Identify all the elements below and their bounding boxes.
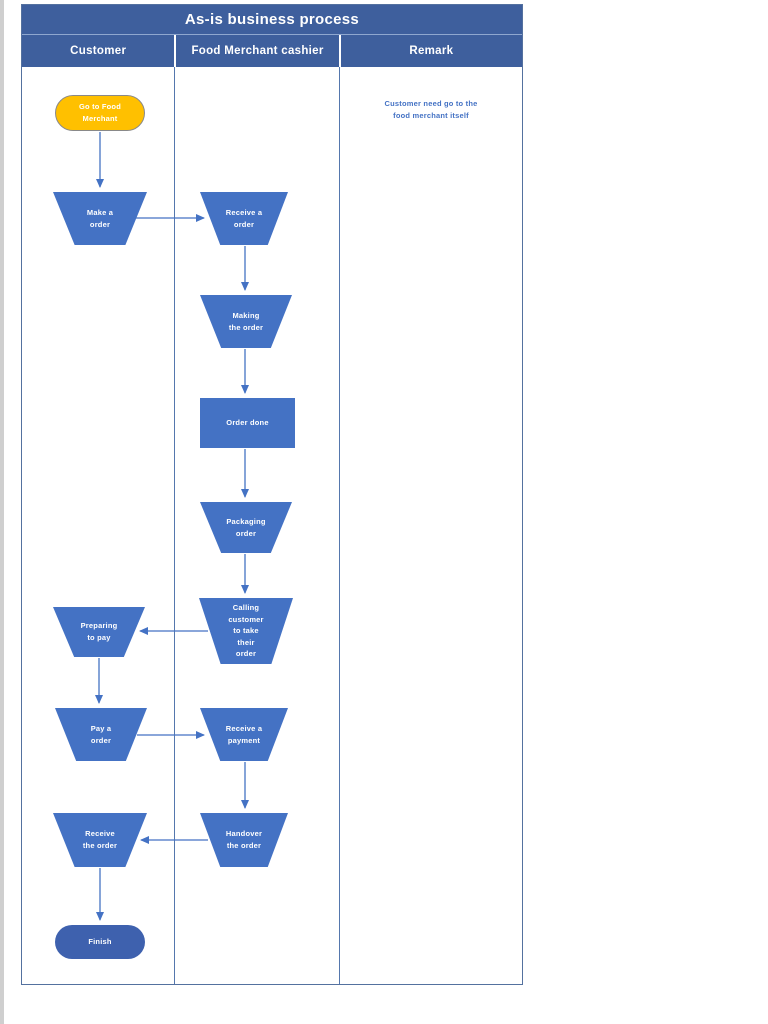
flow-node-finish: Finish bbox=[55, 925, 145, 959]
diagram-title: As-is business process bbox=[22, 5, 522, 35]
flow-node-receive-payment-label: Receive a payment bbox=[225, 723, 263, 745]
lane-header-customer: Customer bbox=[70, 45, 127, 57]
flow-node-making-order-label: Making the order bbox=[228, 310, 264, 332]
flow-node-handover-order-label: Handover the order bbox=[225, 829, 263, 850]
flow-node-receive-the-order-label: Receive the order bbox=[82, 829, 118, 850]
flow-node-start-label: Go to Food Merchant bbox=[79, 102, 121, 123]
flow-node-finish-label: Finish bbox=[88, 937, 112, 946]
flow-node-order-done-label: Order done bbox=[226, 418, 269, 427]
lane-header-cashier: Food Merchant cashier bbox=[174, 35, 338, 67]
page-left-edge bbox=[0, 0, 4, 1024]
flow-node-make-order-label: Make a order bbox=[86, 207, 114, 229]
lane-header-remark: Remark bbox=[338, 35, 522, 67]
flow-node-preparing-to-pay-label: Preparing to pay bbox=[80, 621, 118, 642]
flow-node-pay-order-label: Pay a order bbox=[90, 723, 112, 745]
flow-node-packaging-order-label: Packaging order bbox=[226, 516, 266, 538]
flow-node-order-done: Order done bbox=[200, 398, 295, 448]
flow-node-calling-customer-label: Calling customer to take their order bbox=[228, 602, 264, 659]
lane-divider-2 bbox=[339, 67, 340, 984]
remark-note: Customer need go to the food merchant it… bbox=[384, 99, 478, 120]
flow-node-start: Go to Food Merchant bbox=[55, 95, 145, 131]
lane-header-row: Customer Food Merchant cashier Remark bbox=[22, 35, 522, 67]
flow-node-receive-order-label: Receive a order bbox=[225, 207, 263, 229]
lane-divider-1 bbox=[174, 67, 175, 984]
